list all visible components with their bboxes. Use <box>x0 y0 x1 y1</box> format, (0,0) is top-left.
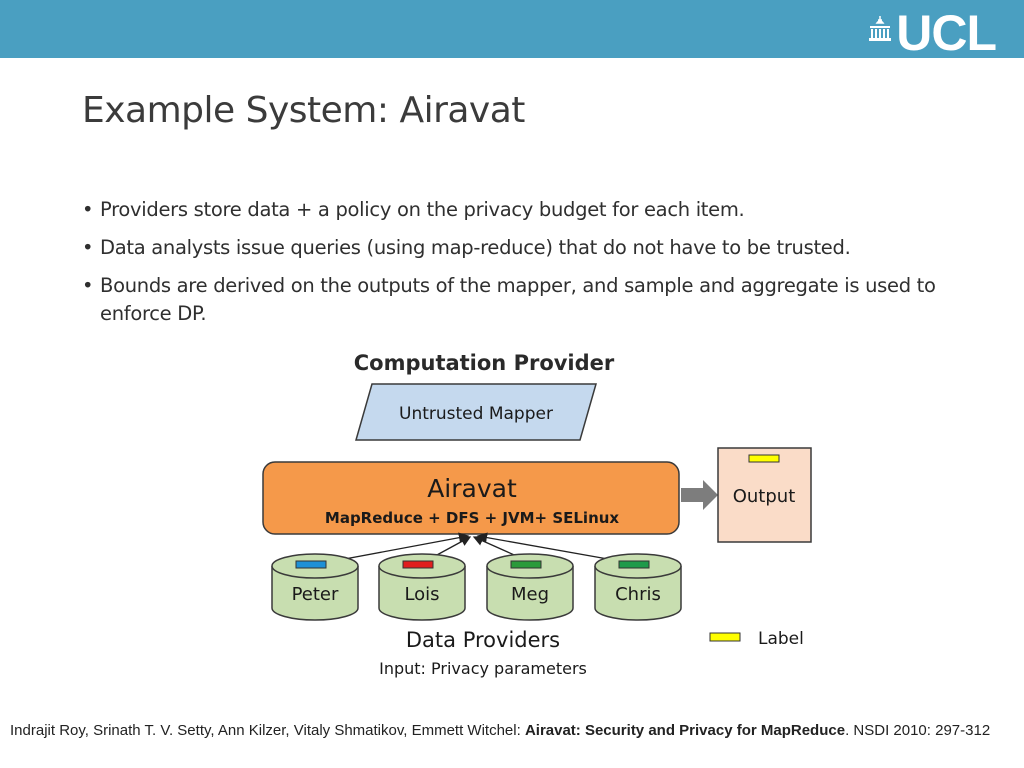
airavat-subtitle: MapReduce + DFS + JVM+ SELinux <box>325 509 620 527</box>
bullet-item: • Providers store data + a policy on the … <box>78 196 958 224</box>
provider-arrows <box>317 532 637 565</box>
citation: Indrajit Roy, Srinath T. V. Setty, Ann K… <box>10 720 1020 742</box>
output-arrow <box>681 480 718 510</box>
provider-name: Chris <box>615 584 661 605</box>
citation-venue: . NSDI 2010: 297-312 <box>845 722 991 739</box>
lois-tag <box>402 560 434 569</box>
data-providers-label: Data Providers <box>406 628 560 652</box>
legend-swatch <box>709 632 741 642</box>
bullet-item: • Data analysts issue queries (using map-… <box>78 234 958 262</box>
airavat-title: Airavat <box>427 474 517 503</box>
output-label-tag <box>748 454 780 463</box>
bullet-text: Data analysts issue queries (using map-r… <box>100 236 851 259</box>
mapper-label: Untrusted Mapper <box>399 404 553 424</box>
header-bar: UCL <box>0 0 1024 58</box>
slide-title: Example System: Airavat <box>82 90 525 131</box>
portico-icon <box>869 16 892 41</box>
provider-lois: Lois <box>378 553 466 621</box>
bullet-icon: • <box>82 274 94 297</box>
provider-name: Meg <box>511 584 549 605</box>
bullet-icon: • <box>82 236 94 259</box>
ucl-logo: UCL <box>868 5 997 61</box>
provider-chris: Chris <box>594 553 682 621</box>
output-label: Output <box>733 486 796 507</box>
bullet-list: • Providers store data + a policy on the … <box>78 196 958 338</box>
legend-label: Label <box>758 629 804 649</box>
meg-tag <box>510 560 542 569</box>
bullet-icon: • <box>82 198 94 221</box>
provider-peter: Peter <box>271 553 359 621</box>
bullet-item: • Bounds are derived on the outputs of th… <box>78 272 958 328</box>
ucl-logo-text: UCL <box>896 5 997 61</box>
bullet-text: Providers store data + a policy on the p… <box>100 198 745 221</box>
computation-provider-label: Computation Provider <box>354 351 615 375</box>
peter-tag <box>295 560 327 569</box>
mapper-box <box>355 383 597 441</box>
citation-paper-title: Airavat: Security and Privacy for MapRed… <box>524 722 846 739</box>
provider-meg: Meg <box>486 553 574 621</box>
airavat-box <box>262 461 680 535</box>
citation-authors: Indrajit Roy, Srinath T. V. Setty, Ann K… <box>10 722 525 739</box>
provider-name: Lois <box>404 584 439 605</box>
input-label: Input: Privacy parameters <box>379 659 587 678</box>
bullet-text: Bounds are derived on the outputs of the… <box>100 274 936 325</box>
provider-name: Peter <box>292 584 339 605</box>
output-box <box>717 447 812 543</box>
chris-tag <box>618 560 650 569</box>
